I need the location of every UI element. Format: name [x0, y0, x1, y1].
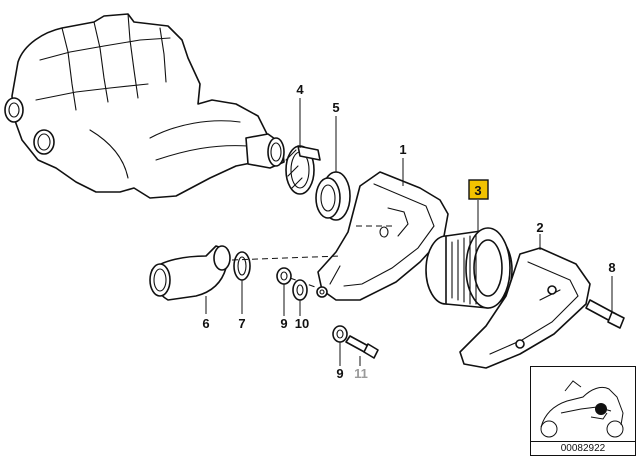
assembly-line-snorkel [231, 255, 341, 261]
spacer-part-10 [292, 279, 308, 301]
callout-8[interactable]: 8 [608, 260, 615, 275]
callout-11[interactable]: 11 [354, 366, 368, 381]
callout-9-lower[interactable]: 9 [336, 366, 343, 381]
filter-cover-part-2 [459, 247, 591, 369]
intake-snorkel-part-6 [149, 245, 231, 301]
filter-housing-part-1 [316, 171, 449, 301]
clamp-ring-part-7 [233, 251, 251, 281]
nut-part-9-upper [276, 267, 292, 285]
callout-5[interactable]: 5 [332, 100, 339, 115]
motorcycle-locator-icon [540, 380, 624, 438]
callout-1[interactable]: 1 [399, 142, 406, 157]
washer-part-9-lower [332, 325, 348, 343]
callout-6[interactable]: 6 [202, 316, 209, 331]
filter-element-part-3 [425, 227, 513, 309]
callout-10[interactable]: 10 [295, 316, 309, 331]
grommet-part-5 [315, 171, 351, 221]
callout-3[interactable]: 3 [474, 183, 481, 198]
leader-lines [205, 98, 613, 366]
screw-part-11 [345, 335, 379, 359]
callout-3-highlight-box [468, 179, 489, 200]
callout-2[interactable]: 2 [536, 220, 543, 235]
callout-9-upper[interactable]: 9 [280, 316, 287, 331]
callout-7[interactable]: 7 [238, 316, 245, 331]
hose-clamp-part-4 [285, 145, 321, 195]
locator-inset [530, 366, 636, 442]
bolt-part-8 [585, 299, 625, 329]
diagram-id-label: 00082922 [530, 441, 636, 456]
callout-4[interactable]: 4 [296, 82, 304, 97]
intake-housing [4, 13, 285, 199]
